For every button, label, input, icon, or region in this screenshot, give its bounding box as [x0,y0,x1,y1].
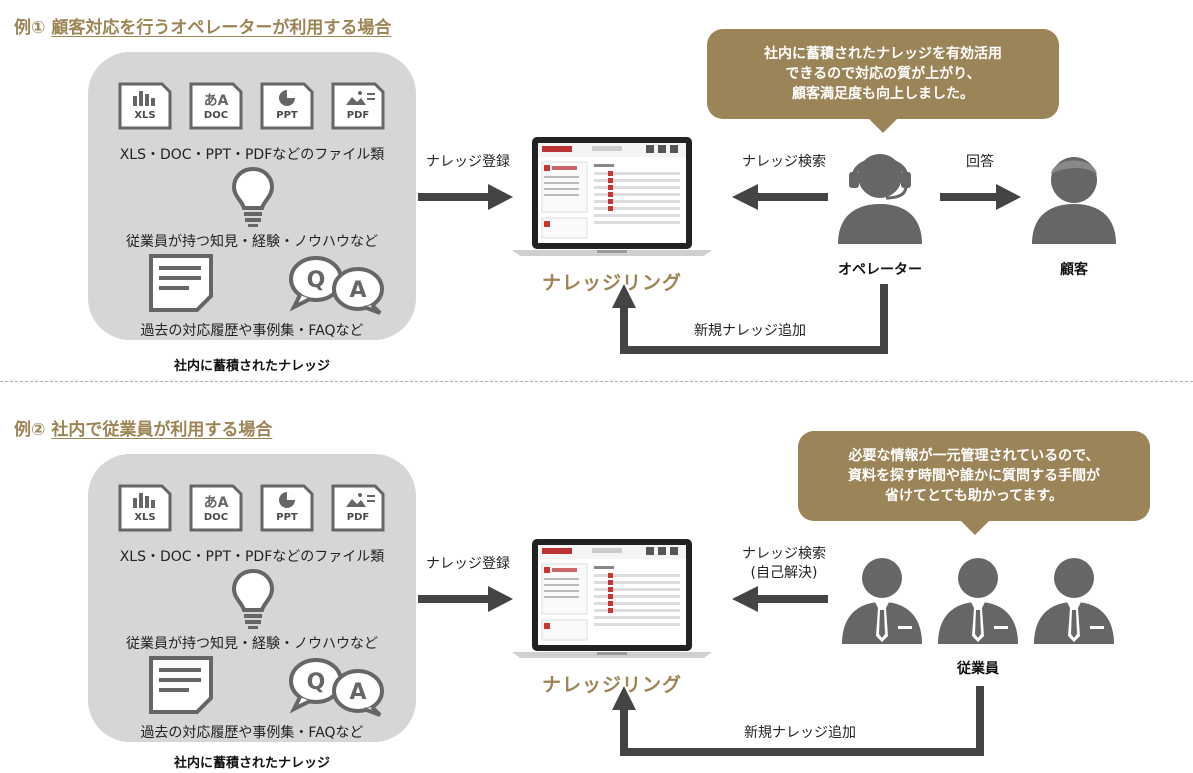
doc-file-icon: あA DOC [187,80,245,132]
search-label-2: ナレッジ検索 [742,546,826,562]
pdf-label: PDF [346,110,370,121]
knowhow-label-2: 従業員が持つ知見・経験・ノウハウなど [126,636,378,652]
example1-prefix: 例① [14,18,46,38]
employees-icon [842,558,1114,644]
pdf-label: PDF [346,512,370,523]
customer-label: 顧客 [1060,262,1088,278]
laptop-screen-2 [512,539,712,658]
bubble1-line1: 社内に蓄積されたナレッジを有効活用 [764,46,1002,62]
history-label-1: 過去の対応履歴や事例集・FAQなど [140,323,364,339]
search-label-1: ナレッジ検索 [742,154,826,170]
xls-label: XLS [134,110,156,121]
doc-file-icon: あA DOC [187,482,245,534]
lightbulb-icon [231,568,275,629]
a-letter: A [349,680,366,705]
search-sub-label-2: (自己解決) [750,565,818,581]
register-arrow-1 [418,184,513,210]
xls-file-icon: XLS [116,482,174,534]
files-label-2: XLS・DOC・PPT・PDFなどのファイル類 [119,549,385,565]
example1-heading: 例① 顧客対応を行うオペレーターが利用する場合 [14,13,391,38]
panel-caption-2: 社内に蓄積されたナレッジ [173,756,330,771]
q-letter: Q [307,670,326,695]
add-label-2: 新規ナレッジ追加 [744,725,856,741]
employee-figure [938,558,1018,644]
employee-figure [1034,558,1114,644]
doc-label: DOC [203,512,229,523]
history-label-2: 過去の対応履歴や事例集・FAQなど [140,725,364,741]
bubble2-line2: 資料を探す時間や誰かに質問する手間が [848,468,1100,484]
employee-label: 従業員 [957,661,999,677]
testimonial-bubble-2: 必要な情報が一元管理されているので、 資料を探す時間や誰かに質問する手間が 省け… [798,431,1150,521]
pdf-file-icon: PDF [329,80,387,132]
add-label-1: 新規ナレッジ追加 [694,323,806,339]
files-label-1: XLS・DOC・PPT・PDFなどのファイル類 [119,147,385,163]
knowhow-label-1: 従業員が持つ知見・経験・ノウハウなど [126,234,378,250]
employee-figure [842,558,922,644]
add-knowledge-arrow-2 [612,686,984,756]
q-letter: Q [307,268,326,293]
example1-title: 顧客対応を行うオペレーターが利用する場合 [51,18,392,38]
doc-label: DOC [203,110,229,121]
customer-icon [1032,157,1116,244]
example2-title: 社内で従業員が利用する場合 [51,420,273,440]
answer-label: 回答 [966,154,994,170]
doc-glyph: あA [204,93,229,109]
operator-label: オペレーター [838,262,922,278]
qa-bubbles-icon: Q A [289,658,384,717]
lightbulb-icon [231,166,275,227]
doc-glyph: あA [204,495,229,511]
search-arrow-1 [732,184,828,210]
xls-label: XLS [134,512,156,523]
bubble1-line3: 顧客満足度も向上しました。 [792,86,974,102]
search-arrow-2 [732,586,828,612]
example2-prefix: 例② [14,420,46,440]
document-lines-icon [149,254,213,312]
register-arrow-2 [418,586,513,612]
a-letter: A [349,278,366,303]
ppt-label: PPT [276,512,298,523]
ppt-label: PPT [276,110,298,121]
example2-heading: 例② 社内で従業員が利用する場合 [14,415,272,440]
laptop-screen-1 [512,137,712,256]
panel-caption-1: 社内に蓄積されたナレッジ [173,359,330,374]
ppt-file-icon: PPT [258,482,316,534]
bubble-pointer-2 [960,520,990,535]
bubble1-line2: できるので対応の質が上がり、 [785,66,981,82]
testimonial-bubble-1: 社内に蓄積されたナレッジを有効活用 できるので対応の質が上がり、 顧客満足度も向… [707,29,1059,119]
ppt-file-icon: PPT [258,80,316,132]
product-name-2: ナレッジリング [541,674,682,696]
operator-headset-icon [838,154,922,244]
bubble2-line3: 省けてとても助かってます。 [884,488,1064,504]
add-knowledge-arrow-1 [612,284,888,354]
product-name-1: ナレッジリング [541,272,682,294]
pdf-file-icon: PDF [329,482,387,534]
document-lines-icon [149,656,213,714]
xls-file-icon: XLS [116,80,174,132]
qa-bubbles-icon: Q A [289,256,384,315]
bubble2-line1: 必要な情報が一元管理されているので、 [848,448,1100,464]
register-label-2: ナレッジ登録 [426,556,510,572]
section-divider [0,381,1193,382]
answer-arrow [940,184,1021,210]
register-label-1: ナレッジ登録 [426,154,510,170]
bubble-pointer-1 [868,118,898,133]
